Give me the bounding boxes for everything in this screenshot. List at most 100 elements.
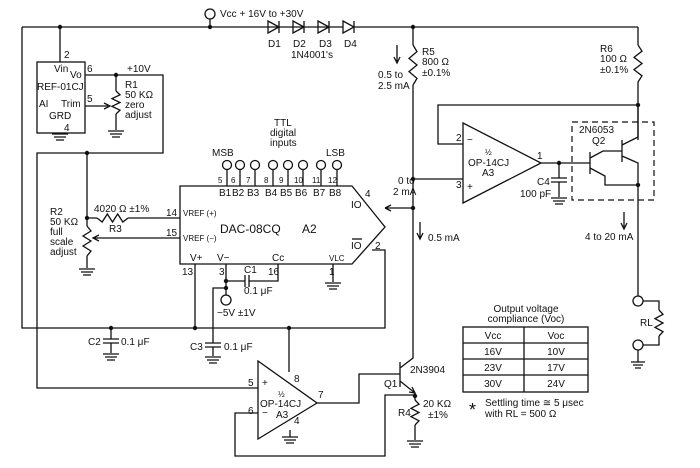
d1-label: D1: [268, 39, 281, 50]
svg-text:4: 4: [365, 189, 371, 200]
svg-text:0.5 to: 0.5 to: [378, 70, 403, 81]
load-rl: RL: [631, 295, 665, 369]
vcc-rail: Vcc + 16V to +30V: [22, 8, 638, 30]
svg-text:Vcc: Vcc: [485, 331, 502, 342]
capacitor-c2: C2 0.1 μF: [88, 325, 150, 361]
svg-text:C3: C3: [190, 342, 203, 353]
svg-text:6: 6: [248, 406, 254, 417]
svg-text:2N6053: 2N6053: [579, 125, 614, 136]
svg-text:Voc: Voc: [548, 331, 565, 342]
pin-number: 10: [294, 176, 303, 185]
resistor-zigzag: [407, 44, 419, 86]
vcc-terminal: [204, 8, 216, 20]
bit-input-b3[interactable]: 7B3: [246, 159, 261, 200]
svg-text:Q2: Q2: [592, 136, 606, 147]
svg-text:16V: 16V: [484, 347, 502, 358]
svg-text:R4: R4: [398, 408, 411, 419]
bit-input-b2[interactable]: 6B2: [231, 159, 246, 200]
input-terminal: [249, 159, 261, 171]
svg-text:digital: digital: [270, 128, 296, 139]
svg-text:LSB: LSB: [326, 148, 345, 159]
svg-text:R6: R6: [600, 44, 613, 55]
svg-text:Cc: Cc: [272, 253, 284, 264]
input-terminal: [297, 159, 309, 171]
d3-label: D3: [319, 39, 332, 50]
svg-text:2.5 mA: 2.5 mA: [378, 81, 410, 92]
svg-text:AI: AI: [39, 99, 48, 110]
diode-d3: [317, 19, 331, 35]
input-terminal: [267, 159, 279, 171]
bit-label: B1: [219, 188, 232, 199]
svg-text:GRD: GRD: [49, 111, 71, 122]
resistor-r1-pot: R1 50 KΩ zero adjust: [103, 72, 154, 138]
svg-text:compliance (Voc): compliance (Voc): [488, 314, 565, 325]
bit-label: B8: [329, 188, 342, 199]
svg-text:A3: A3: [482, 168, 495, 179]
pin-number: 9: [279, 176, 284, 185]
svg-text:inputs: inputs: [270, 138, 297, 149]
svg-text:6: 6: [87, 64, 93, 75]
svg-text:Settling time ≅ 5 μsec: Settling time ≅ 5 μsec: [485, 398, 584, 409]
svg-text:7: 7: [318, 390, 324, 401]
load-terminal-bottom[interactable]: [632, 339, 644, 351]
transistor-q2: 2N6053 Q2 4 to 20 mA: [571, 105, 655, 296]
input-terminal: [221, 159, 233, 171]
opamp-a3-bottom: 5 6 + − 8 4 7 ½ OP-14CJ A3: [234, 325, 415, 457]
input-terminal: [315, 159, 327, 171]
diode-d4: [342, 19, 356, 35]
load-terminal-top[interactable]: [632, 295, 644, 307]
svg-text:C2: C2: [88, 337, 101, 348]
svg-text:RL: RL: [640, 318, 653, 329]
ref-name: REF-01CJ: [37, 82, 84, 93]
svg-text:C4: C4: [537, 177, 550, 188]
svg-text:A3: A3: [276, 410, 289, 421]
svg-text:2: 2: [64, 50, 70, 61]
svg-text:100 Ω: 100 Ω: [600, 54, 627, 65]
resistor-zigzag: [96, 212, 129, 224]
svg-text:VLC: VLC: [329, 254, 345, 263]
svg-text:3: 3: [456, 180, 462, 191]
svg-text:±0.1%: ±0.1%: [600, 65, 628, 76]
svg-text:4020 Ω ±1%: 4020 Ω ±1%: [94, 204, 149, 215]
resistor-zigzag: [409, 399, 421, 426]
bit-input-b5[interactable]: 9B5: [279, 159, 294, 200]
svg-text:0.1 μF: 0.1 μF: [121, 337, 150, 348]
bit-label: B3: [247, 188, 260, 199]
svg-text:2 mA: 2 mA: [393, 187, 417, 198]
d2-label: D2: [293, 39, 306, 50]
svg-text:13: 13: [182, 267, 194, 278]
input-terminal: [282, 159, 294, 171]
svg-text:0.5 mA: 0.5 mA: [428, 233, 460, 244]
svg-text:full: full: [50, 227, 63, 238]
d4-label: D4: [344, 39, 357, 50]
vcc-label: Vcc + 16V to +30V: [220, 9, 304, 20]
asterisk-icon: *: [469, 400, 476, 420]
svg-text:½: ½: [485, 148, 492, 157]
svg-text:20 KΩ: 20 KΩ: [423, 399, 452, 410]
svg-text:VREF (+): VREF (+): [183, 209, 217, 218]
pin-number: 6: [231, 176, 236, 185]
diode-d2: [292, 19, 306, 35]
svg-text:2: 2: [375, 241, 381, 252]
diode-d1: [267, 19, 281, 35]
bit-label: B2: [232, 188, 245, 199]
svg-text:4 to 20 mA: 4 to 20 mA: [585, 232, 634, 243]
pin-number: 8: [264, 176, 269, 185]
bit-input-b1[interactable]: 5B1: [218, 159, 233, 200]
svg-text:+: +: [262, 378, 268, 389]
svg-text:TTL: TTL: [274, 118, 292, 129]
svg-text:−5V ±1V: −5V ±1V: [217, 308, 256, 319]
current-arrow-icon: [416, 222, 424, 241]
svg-text:V−: V−: [217, 253, 230, 264]
bit-input-b4[interactable]: 8B4: [264, 159, 279, 200]
dac-name: DAC-08CQ: [220, 222, 281, 236]
svg-text:VREF (−): VREF (−): [183, 234, 217, 243]
svg-text:V+: V+: [190, 253, 203, 264]
bit-label: B6: [295, 188, 308, 199]
bit-label: B4: [265, 188, 278, 199]
svg-text:+: +: [467, 182, 473, 193]
capacitor-c1: [244, 275, 250, 287]
